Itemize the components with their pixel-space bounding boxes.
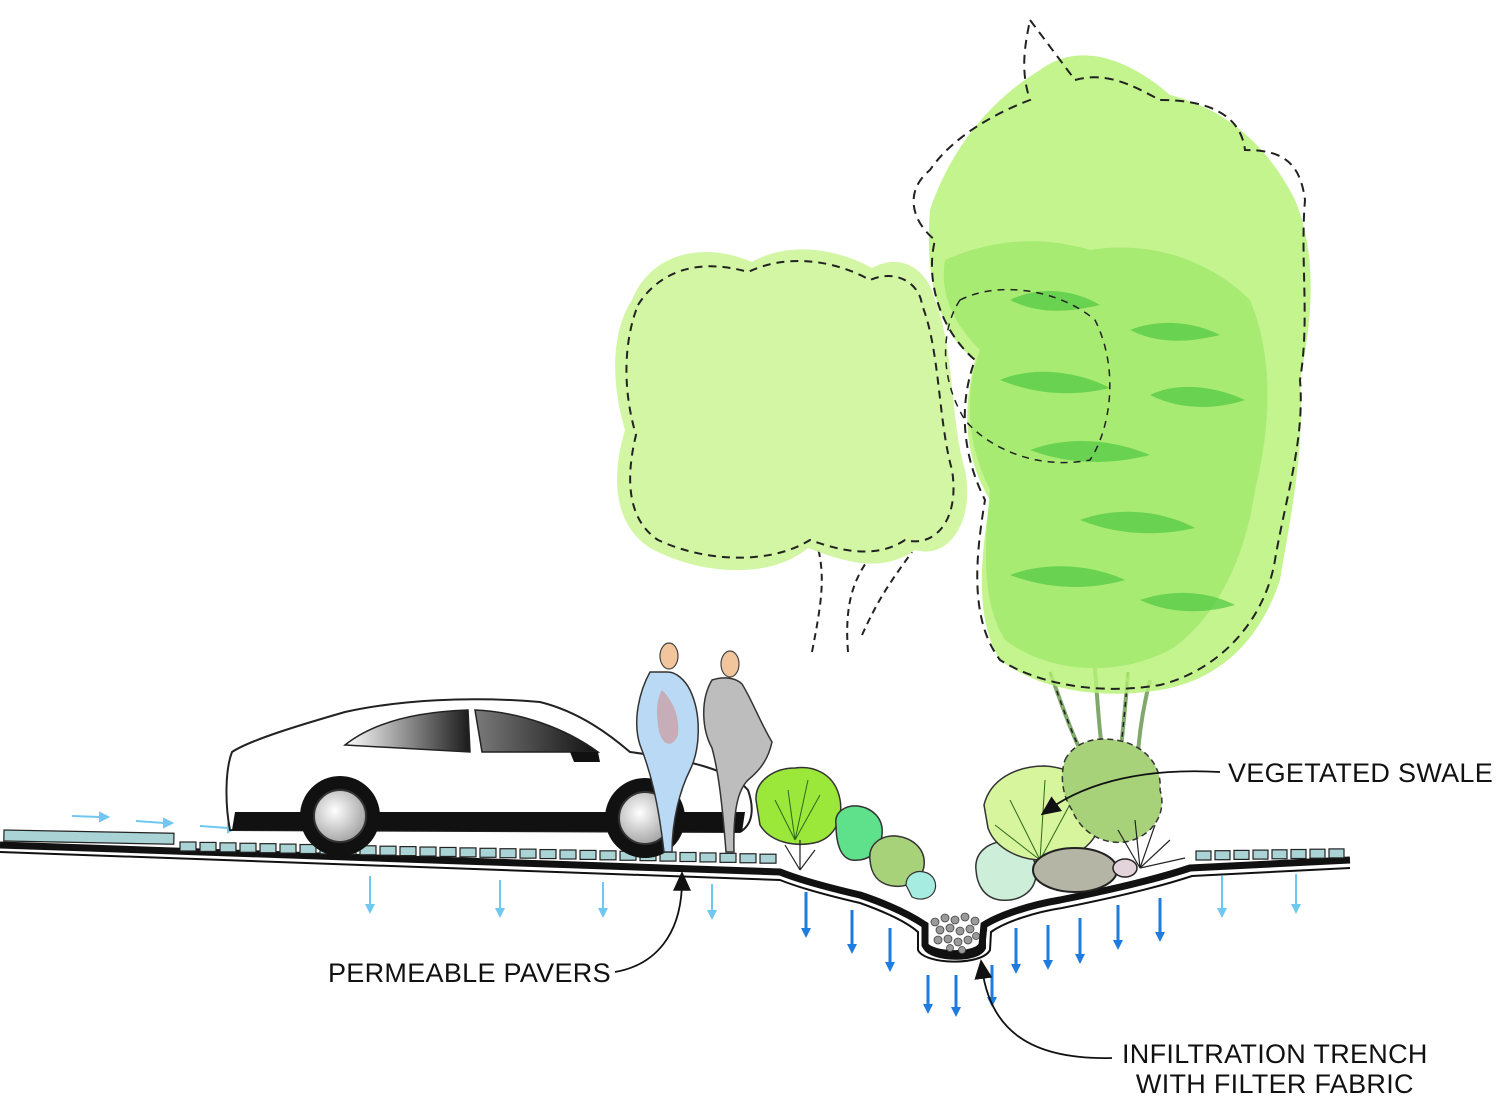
paver-block	[599, 850, 617, 861]
paver-block	[1214, 850, 1231, 861]
left-tree-canopy-fill	[615, 249, 968, 571]
paver-block	[1271, 849, 1288, 860]
pedestrian-head-2	[720, 650, 740, 678]
paver-block	[479, 847, 497, 858]
pedestrian-head	[659, 642, 679, 670]
car-window-front	[342, 709, 471, 753]
paver-block	[579, 849, 597, 861]
boulder	[1032, 847, 1118, 893]
blue-infiltration-arrow-head	[1075, 954, 1085, 964]
car-window-rear	[474, 709, 601, 753]
callout-leaders	[614, 770, 1221, 1059]
paver-block	[259, 843, 277, 854]
paver-block	[699, 852, 717, 863]
label-permeable-pavers: PERMEABLE PAVERS	[328, 958, 611, 988]
paver-block	[1252, 849, 1269, 860]
light-infiltration-arrow-head	[707, 910, 717, 920]
label-infiltration-trench-line1: INFILTRATION TRENCH	[1122, 1039, 1428, 1069]
pedestrian-gray	[703, 650, 773, 853]
light-infiltration-arrow-head	[1217, 908, 1227, 918]
ground-underline	[0, 851, 1351, 963]
light-infiltration-arrow-head	[495, 908, 505, 918]
paver-block	[379, 845, 397, 856]
paver-block	[459, 847, 477, 858]
car-mirror	[570, 752, 600, 762]
paver-block	[719, 852, 737, 863]
light-infiltration-arrow-head	[365, 904, 375, 914]
boulder-small	[1112, 858, 1138, 878]
left-tree-trunk	[811, 547, 913, 653]
paver-block	[1233, 849, 1250, 861]
paver-block	[679, 851, 697, 863]
swale-infiltration-arrows	[801, 892, 1165, 1017]
trench-gravel	[930, 912, 980, 954]
left-tree	[615, 249, 968, 653]
paver-block	[499, 848, 517, 859]
trench-fabric	[923, 925, 986, 960]
light-infiltration-arrow-head	[598, 908, 608, 918]
pavers-leader	[614, 871, 691, 973]
paver-block	[199, 841, 217, 853]
blue-infiltration-arrow-head	[847, 944, 857, 954]
paver-block	[1309, 848, 1326, 859]
blue-infiltration-arrow-head	[1155, 932, 1165, 942]
blue-infiltration-arrow-head	[1011, 964, 1021, 974]
blue-infiltration-arrow-head	[923, 1004, 933, 1014]
light-infiltration-arrow-head	[1291, 904, 1301, 914]
swale-plants	[755, 738, 1186, 901]
blue-infiltration-arrow-head	[885, 962, 895, 972]
blue-infiltration-arrow-head	[1043, 960, 1053, 970]
paver-block	[1290, 848, 1307, 860]
paver-block	[559, 849, 577, 860]
paver-infiltration-arrows	[365, 874, 1301, 920]
paver-block	[539, 848, 557, 860]
pedestrian-blue	[636, 642, 699, 853]
paver-block	[299, 843, 317, 855]
trench-leader	[974, 959, 1113, 1059]
car	[225, 698, 753, 858]
blue-infiltration-arrow-head	[1113, 940, 1123, 950]
paver-block	[739, 853, 757, 864]
paver-block	[419, 846, 437, 857]
swale-leader	[1040, 770, 1221, 816]
label-vegetated-swale: VEGETATED SWALE	[1228, 758, 1494, 788]
runoff-arrows	[71, 811, 239, 834]
paver-block	[399, 846, 417, 857]
label-infiltration-trench: INFILTRATION TRENCH WITH FILTER FABRIC	[1122, 1039, 1428, 1099]
ground-section	[0, 841, 1351, 963]
paver-row-right	[1195, 848, 1345, 861]
paver-block	[439, 846, 457, 858]
right-tree	[912, 17, 1311, 801]
permeable-pavers	[3, 829, 175, 845]
paver-block	[759, 853, 777, 864]
right-tree-canopy-outline	[912, 17, 1307, 690]
paver-block	[1328, 848, 1345, 859]
paver-block	[279, 843, 297, 854]
blue-infiltration-arrow-head	[951, 1007, 961, 1017]
grass-clump	[784, 819, 1186, 871]
right-tree-trunks	[1048, 667, 1152, 801]
blue-infiltration-arrow-head	[801, 928, 811, 938]
paver-block	[239, 842, 257, 853]
right-tree-leaf-strokes	[1000, 290, 1245, 612]
label-infiltration-trench-line2: WITH FILTER FABRIC	[1135, 1069, 1414, 1099]
paver-block	[179, 841, 197, 852]
paver-block	[1195, 850, 1212, 861]
left-tree-canopy-outline	[625, 260, 955, 559]
paver-block	[519, 848, 537, 859]
paver-block	[219, 842, 237, 853]
